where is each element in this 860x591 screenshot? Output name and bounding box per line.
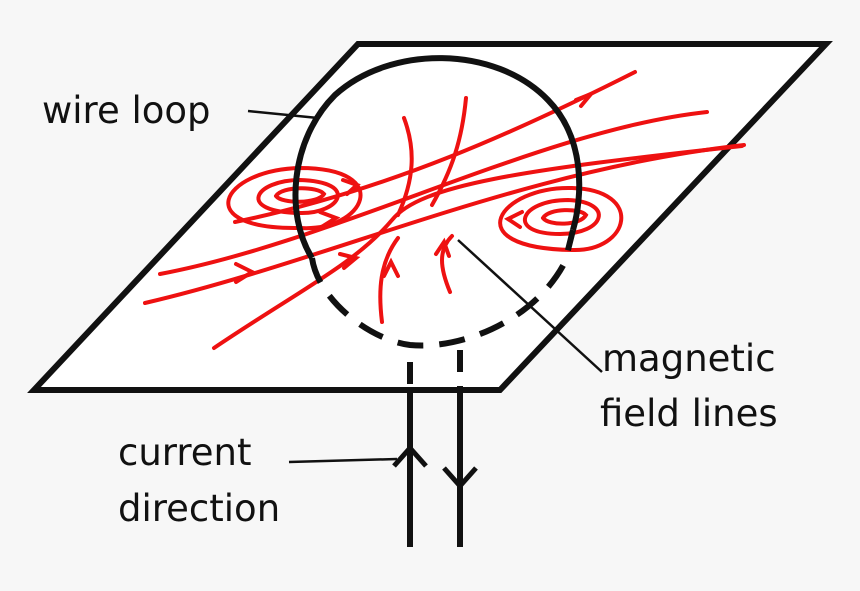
- magnetic-field-leader: [457, 239, 603, 373]
- field-lines-label-line2: field lines: [600, 392, 778, 435]
- wire-loop-upper: [292, 55, 583, 260]
- right-field-vortex: [498, 185, 624, 253]
- field-line-center-1: [396, 116, 414, 217]
- wire-loop: [292, 55, 583, 349]
- field-arrow-4: [338, 252, 361, 270]
- leader-lines: [247, 109, 603, 464]
- direction-label-line2: direction: [118, 487, 281, 530]
- current-label-line1: current: [118, 431, 252, 474]
- field-line-upper: [158, 110, 709, 276]
- current-arrow-down: [442, 466, 478, 490]
- field-arrow-3: [234, 262, 257, 284]
- field-arrow-6: [434, 237, 451, 258]
- wire-loop-leader: [247, 109, 319, 120]
- right-vortex-arrow: [504, 210, 524, 229]
- field-arrow-1: [574, 92, 593, 108]
- current-arrow-up: [392, 444, 428, 468]
- field-arrow-2: [318, 210, 341, 230]
- wire-loop-label: wire loop: [42, 89, 211, 132]
- field-line-middle: [143, 143, 746, 305]
- field-line-center-4: [440, 234, 454, 294]
- lead-wires: [392, 350, 478, 547]
- field-arrow-5: [382, 257, 400, 278]
- magnetic-label-line1: magnetic: [602, 337, 776, 380]
- left-vortex-ring-middle: [256, 177, 340, 216]
- right-vortex-ring-middle: [523, 197, 601, 236]
- field-line-center-2: [430, 96, 468, 207]
- right-vortex-ring-outer: [498, 185, 624, 253]
- wire-loop-lower: [309, 229, 576, 349]
- current-direction-leader: [288, 457, 398, 464]
- right-vortex-ring-inner: [541, 208, 589, 226]
- field-line-center-3: [378, 236, 400, 324]
- left-vortex-ring-inner: [274, 186, 327, 204]
